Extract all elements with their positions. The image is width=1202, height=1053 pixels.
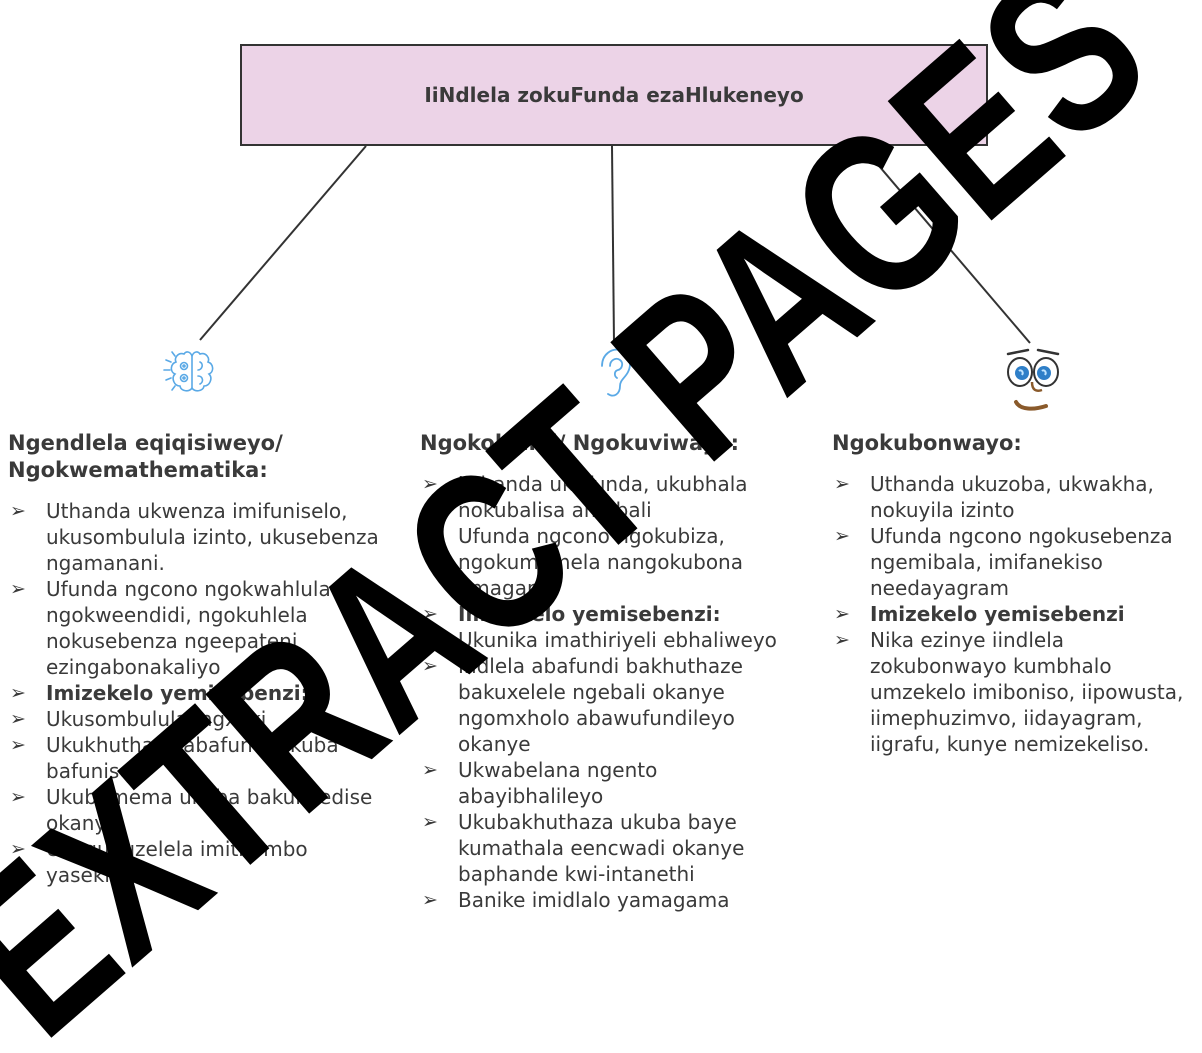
list-item: Ukubamema ukuba bakuncedise okanye <box>8 784 400 836</box>
logical-list: Uthanda ukwenza imifuniselo, ukusombulul… <box>8 498 400 888</box>
list-item: Indlela abafundi bakhuthaze bakuxelele n… <box>420 653 800 757</box>
list-item: Uthanda ukuzoba, ukwakha, nokuyila izint… <box>832 471 1196 523</box>
list-item: Ufunda ngcono ngokwahlula ngokweendidi, … <box>8 576 400 680</box>
list-item: Uthanda ukufunda, ukubhala nokubalisa am… <box>420 471 800 523</box>
visual-list: Uthanda ukuzoba, ukwakha, nokuyila izint… <box>832 471 1196 757</box>
list-item: Nika ezinye iindlela zokubonwayo kumbhal… <box>832 627 1196 757</box>
linguistic-heading: Ngokolwimi/ Ngokuviwayo: <box>420 431 739 455</box>
logical-heading: Ngendlela eqiqisiweyo/ Ngokwemathematika… <box>8 431 283 482</box>
list-item: Ukunika imathiriyeli ebhaliweyo <box>420 627 800 653</box>
linguistic-list: Uthanda ukufunda, ukubhala nokubalisa am… <box>420 471 800 913</box>
linguistic-learning-column: Ngokolwimi/ Ngokuviwayo: Uthanda ukufund… <box>420 430 800 913</box>
list-item: Ukubakhuthaza ukuba baye kumathala eencw… <box>420 809 800 887</box>
ear-icon <box>601 348 631 397</box>
list-item: Ufunda ngcono ngokusebenza ngemibala, im… <box>832 523 1196 601</box>
list-item: Imizekelo yemisebenzi: <box>420 601 800 627</box>
visual-learning-column: Ngokubonwayo: Uthanda ukuzoba, ukwakha, … <box>832 430 1196 757</box>
list-item: Uthanda ukwenza imifuniselo, ukusombulul… <box>8 498 400 576</box>
list-item: Ufunda ngcono ngokubiza, ngokumamela nan… <box>420 523 800 601</box>
list-item: Imizekelo yemisebenzi <box>832 601 1196 627</box>
list-item: Ukusombulula ingxaki <box>8 706 400 732</box>
list-item: Imizekelo yemisebenzi: <box>8 680 400 706</box>
eyes-face-icon <box>1006 348 1060 411</box>
list-item: Ukukhuthaza abafundi ukuba bafunisele <box>8 732 400 784</box>
diagram-title: IiNdlela zokuFunda ezaHlukeneyo <box>240 44 988 146</box>
list-item: Ukuququzelela imithombo yaseklasini <box>8 836 400 888</box>
list-item: Ukwabelana ngento abayibhalileyo <box>420 757 800 809</box>
logical-learning-column: Ngendlela eqiqisiweyo/ Ngokwemathematika… <box>8 430 400 888</box>
list-item: Banike imidlalo yamagama <box>420 887 800 913</box>
visual-heading: Ngokubonwayo: <box>832 431 1022 455</box>
brain-icon <box>163 351 214 392</box>
